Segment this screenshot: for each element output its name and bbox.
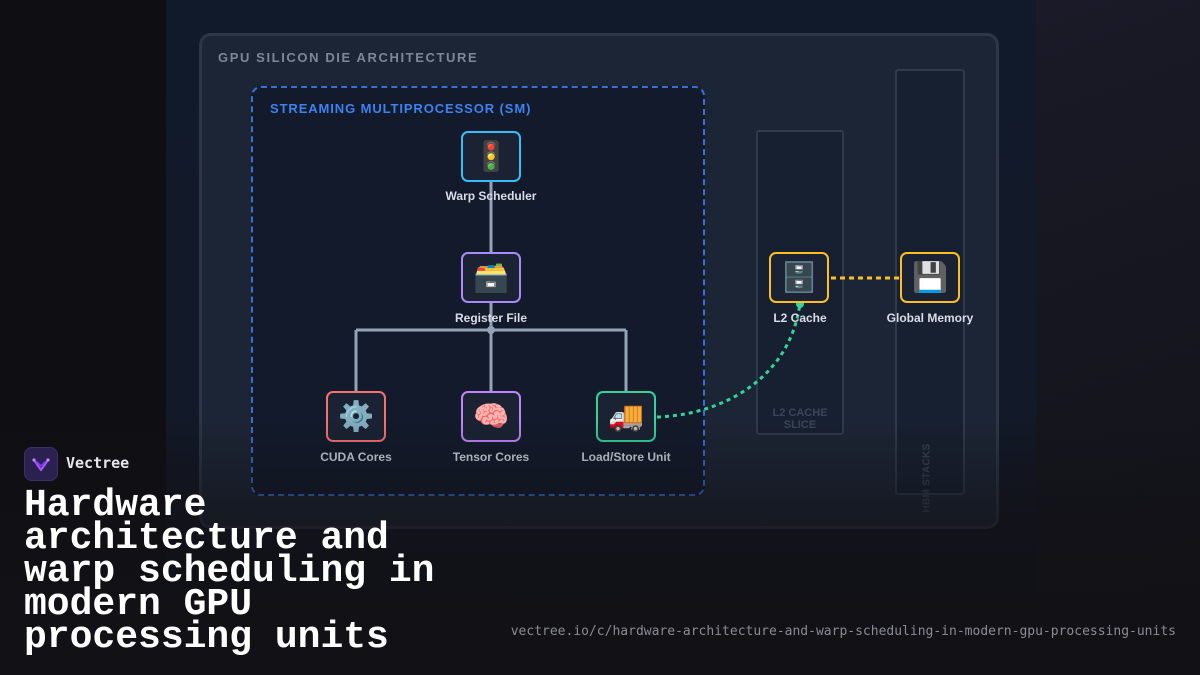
sm-title: STREAMING MULTIPROCESSOR (SM) xyxy=(270,101,532,116)
register-file-label: Register File xyxy=(454,311,528,325)
card-file-box-icon: 🗃️ xyxy=(472,261,510,294)
page-headline: Hardware architecture and warp schedulin… xyxy=(24,484,435,659)
gear-icon: ⚙️ xyxy=(337,400,375,433)
l2-cache-node[interactable]: 🗄️ xyxy=(769,252,829,303)
brain-icon: 🧠 xyxy=(472,400,510,433)
floppy-disk-icon: 💾 xyxy=(911,261,949,294)
load-store-unit-node[interactable]: 🚚 xyxy=(596,391,656,442)
brand-name: Vectree xyxy=(66,454,130,472)
l2-cache-label: L2 Cache xyxy=(773,311,827,325)
delivery-truck-icon: 🚚 xyxy=(607,400,645,433)
global-memory-node[interactable]: 💾 xyxy=(900,252,960,303)
file-cabinet-icon: 🗄️ xyxy=(780,261,818,294)
warp-scheduler-label: Warp Scheduler xyxy=(445,189,537,203)
vectree-logo-icon xyxy=(32,458,50,472)
link-load-store-to-l2 xyxy=(656,302,802,419)
bus-junction-dot xyxy=(487,326,495,334)
load-store-unit-label: Load/Store Unit xyxy=(581,450,671,464)
traffic-light-icon: 🚦 xyxy=(472,140,510,173)
warp-scheduler-node[interactable]: 🚦 xyxy=(461,131,521,182)
vectree-logo xyxy=(24,447,58,481)
global-memory-label: Global Memory xyxy=(886,311,974,325)
register-file-node[interactable]: 🗃️ xyxy=(461,252,521,303)
page-url[interactable]: vectree.io/c/hardware-architecture-and-w… xyxy=(510,624,1176,639)
die-title: GPU SILICON DIE ARCHITECTURE xyxy=(218,50,479,65)
cuda-cores-node[interactable]: ⚙️ xyxy=(326,391,386,442)
tensor-cores-node[interactable]: 🧠 xyxy=(461,391,521,442)
